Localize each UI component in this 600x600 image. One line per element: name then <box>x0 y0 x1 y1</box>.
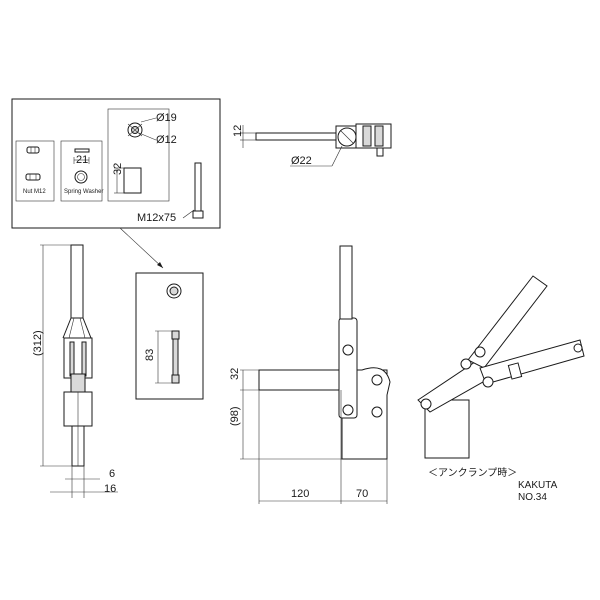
nut-m12-drawing <box>25 146 41 181</box>
side-view-drawing <box>40 244 118 498</box>
dim-12: 12 <box>232 125 244 137</box>
model-label: NO.34 <box>518 492 547 503</box>
accessory-detail-box <box>11 98 221 229</box>
dim-98: (98) <box>229 406 241 426</box>
brand-label: KAKUTA <box>518 480 558 491</box>
collar-drawing <box>114 117 157 194</box>
dim-120: 120 <box>291 488 309 500</box>
dim-6: 6 <box>109 468 115 480</box>
top-view-drawing <box>240 123 392 167</box>
leader-arrow <box>157 262 163 268</box>
washer-label: Spring Washer <box>64 189 103 195</box>
dim-83: 83 <box>144 349 156 361</box>
dim-70: 70 <box>356 488 368 500</box>
dim-dia19: Ø19 <box>156 112 177 124</box>
bolt-m12x75-drawing <box>182 162 204 219</box>
dim-dia12: Ø12 <box>156 134 177 146</box>
dim-dia22: Ø22 <box>291 155 312 167</box>
unclamped-view-drawing <box>417 275 585 459</box>
dim-16: 16 <box>104 483 116 495</box>
washer-panel <box>60 140 103 202</box>
dim-32: 32 <box>229 368 241 380</box>
nut-panel <box>15 140 55 202</box>
dim-312: (312) <box>32 330 44 356</box>
collar-panel <box>107 108 170 202</box>
spring-washer-drawing <box>73 148 90 184</box>
dim-21: 21 <box>76 154 88 166</box>
dim-32-washer: 32 <box>112 163 124 175</box>
dim-bolt: M12x75 <box>137 212 176 224</box>
leader-line <box>119 227 164 269</box>
mounting-block-inset <box>135 272 204 400</box>
front-view-clamped-drawing <box>240 245 391 504</box>
unclamped-label: ＜アンクランプ時＞ <box>428 467 517 479</box>
nut-label: Nut M12 <box>23 189 46 195</box>
